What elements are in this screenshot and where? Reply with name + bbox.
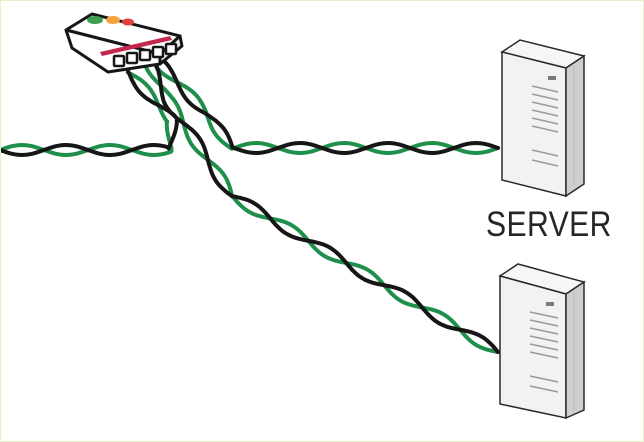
cable-to-workstation-black-wire: [152, 59, 500, 354]
workstation-tower: [498, 263, 586, 420]
hub-led-green: [87, 16, 103, 24]
cable-to-workstation-green-wire: [143, 64, 500, 354]
server-label: SERVER: [486, 205, 612, 244]
cable-to-server-black-wire: [161, 58, 500, 155]
cable-to-server-green-wire: [154, 65, 500, 155]
cables: [0, 58, 500, 354]
cable-left: [0, 69, 179, 157]
hub-ports: [112, 42, 178, 68]
cable-left-green-wire: [0, 70, 174, 157]
hub-led-orange: [106, 16, 120, 24]
cable-to-server: [154, 58, 500, 155]
network-hub: [64, 12, 184, 74]
server-tower: [500, 39, 586, 198]
cable-to-workstation: [143, 59, 500, 354]
hub-led-red: [122, 18, 134, 26]
hub-stripe: [100, 36, 172, 56]
cable-left-black-wire: [0, 69, 179, 157]
